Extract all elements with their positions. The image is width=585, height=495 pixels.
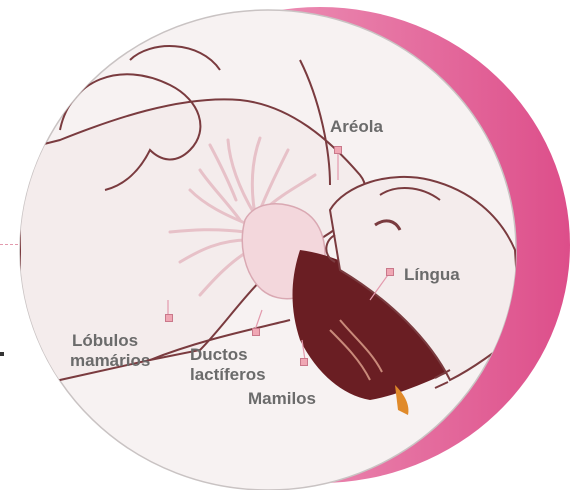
marker-lingua [386,268,394,276]
label-mamilos: Mamilos [248,390,316,408]
marker-areola [334,146,342,154]
marker-mamilos [300,358,308,366]
label-ductos-line2: lactíferos [190,366,266,384]
left-dot-mark [0,352,4,356]
marker-lobulos [165,314,173,322]
label-lobulos-line2: mamários [70,352,150,370]
marker-ductos [252,328,260,336]
left-dash-mark [0,244,18,245]
label-ductos-line1: Ductos [190,346,248,364]
label-lingua: Língua [404,266,460,284]
label-areola: Aréola [330,118,383,136]
label-lobulos-line1: Lóbulos [72,332,138,350]
